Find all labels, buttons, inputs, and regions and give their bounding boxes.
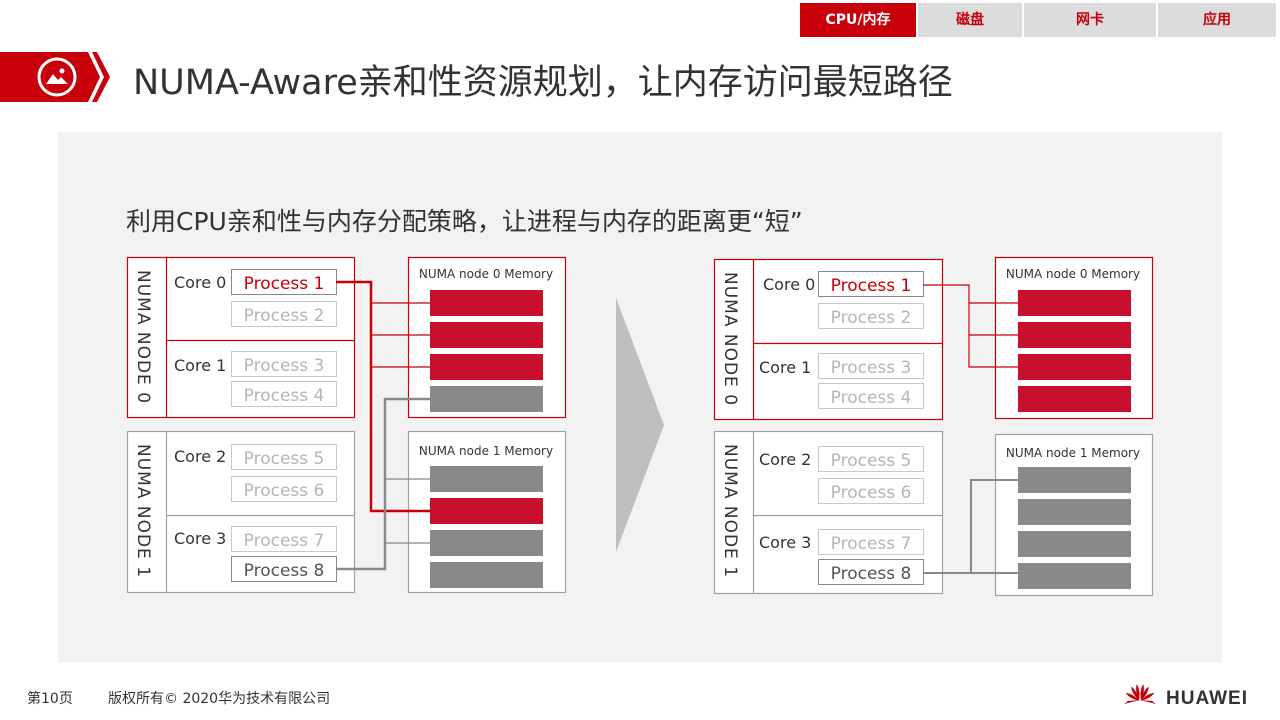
tab-cpu-memory[interactable]: CPU/内存 bbox=[800, 3, 916, 37]
right-process-3: Process 3 bbox=[831, 358, 912, 378]
right-process-2: Process 2 bbox=[831, 308, 912, 328]
right-memory-1-label: NUMA node 1 Memory bbox=[1006, 446, 1140, 460]
left-process-8: Process 8 bbox=[244, 561, 325, 581]
memory-block bbox=[1018, 322, 1131, 348]
right-process-5: Process 5 bbox=[831, 451, 912, 471]
left-process-1: Process 1 bbox=[244, 274, 325, 294]
process-1-connector bbox=[336, 280, 430, 513]
right-process-8-box bbox=[818, 559, 924, 585]
left-core-0-label: Core 0 bbox=[174, 273, 226, 292]
memory-block bbox=[430, 386, 543, 412]
memory-block bbox=[430, 322, 543, 348]
memory-block bbox=[430, 466, 543, 492]
left-process-6: Process 6 bbox=[244, 481, 325, 501]
right-core-3-label: Core 3 bbox=[759, 533, 811, 552]
copyright: 版权所有© 2020华为技术有限公司 bbox=[108, 691, 331, 707]
page-number: 第10页 bbox=[27, 691, 73, 707]
memory-block bbox=[1018, 354, 1131, 380]
section-tabs: CPU/内存 磁盘 网卡 应用 bbox=[800, 3, 1278, 37]
right-core-2-label: Core 2 bbox=[759, 450, 811, 469]
right-process-6: Process 6 bbox=[831, 483, 912, 503]
right-process-1: Process 1 bbox=[831, 276, 912, 296]
huawei-logo-icon bbox=[1124, 684, 1156, 704]
right-process-4: Process 4 bbox=[831, 388, 912, 408]
memory-block bbox=[430, 354, 543, 380]
left-node-0-label: NUMA NODE 0 bbox=[133, 270, 153, 404]
memory-block bbox=[1018, 386, 1131, 412]
transition-arrow-icon bbox=[616, 298, 664, 552]
left-memory-1-label: NUMA node 1 Memory bbox=[419, 444, 553, 458]
right-memory-0-label: NUMA node 0 Memory bbox=[1006, 267, 1140, 281]
left-process-2: Process 2 bbox=[244, 306, 325, 326]
left-node-1-label: NUMA NODE 1 bbox=[133, 444, 153, 578]
left-process-1-box bbox=[231, 269, 337, 295]
right-process-1-box bbox=[818, 271, 924, 297]
memory-block bbox=[430, 562, 543, 588]
right-process-8: Process 8 bbox=[831, 564, 912, 584]
left-process-4: Process 4 bbox=[244, 386, 325, 406]
right-process-8-connector bbox=[923, 479, 1018, 574]
memory-block bbox=[430, 498, 543, 524]
left-core-2-label: Core 2 bbox=[174, 447, 226, 466]
memory-block bbox=[1018, 467, 1131, 493]
tab-nic[interactable]: 网卡 bbox=[1024, 3, 1156, 37]
left-memory-0-label: NUMA node 0 Memory bbox=[419, 267, 553, 281]
left-process-5: Process 5 bbox=[244, 449, 325, 469]
tab-disk[interactable]: 磁盘 bbox=[918, 3, 1022, 37]
left-core-1-label: Core 1 bbox=[174, 356, 226, 375]
right-node-0-label: NUMA NODE 0 bbox=[720, 272, 740, 406]
left-core-3-label: Core 3 bbox=[174, 529, 226, 548]
right-diagram: NUMA NODE 0 Core 0 Core 1 Process 1 Proc… bbox=[713, 256, 1154, 597]
page-title: NUMA-Aware亲和性资源规划，让内存访问最短路径 bbox=[133, 63, 953, 103]
memory-block bbox=[1018, 531, 1131, 557]
memory-block bbox=[430, 290, 543, 316]
right-process-1-connector bbox=[923, 284, 1018, 368]
brand-name: HUAWEI bbox=[1166, 688, 1248, 709]
right-process-7: Process 7 bbox=[831, 534, 912, 554]
left-process-7: Process 7 bbox=[244, 531, 325, 551]
left-diagram: NUMA NODE 0 Core 0 Core 1 Process 1 Proc… bbox=[126, 256, 567, 594]
tab-application[interactable]: 应用 bbox=[1158, 3, 1276, 37]
subtitle: 利用CPU亲和性与内存分配策略，让进程与内存的距离更“短” bbox=[126, 207, 803, 236]
memory-block bbox=[430, 530, 543, 556]
left-process-3: Process 3 bbox=[244, 356, 325, 376]
memory-block bbox=[1018, 499, 1131, 525]
memory-block bbox=[1018, 290, 1131, 316]
right-core-1-label: Core 1 bbox=[759, 358, 811, 377]
left-process-8-box bbox=[231, 556, 337, 582]
title-banner-icon bbox=[0, 52, 110, 102]
memory-block bbox=[1018, 563, 1131, 589]
process-8-connector bbox=[336, 397, 430, 571]
right-node-1-label: NUMA NODE 1 bbox=[720, 444, 740, 578]
right-core-0-label: Core 0 bbox=[763, 275, 815, 294]
